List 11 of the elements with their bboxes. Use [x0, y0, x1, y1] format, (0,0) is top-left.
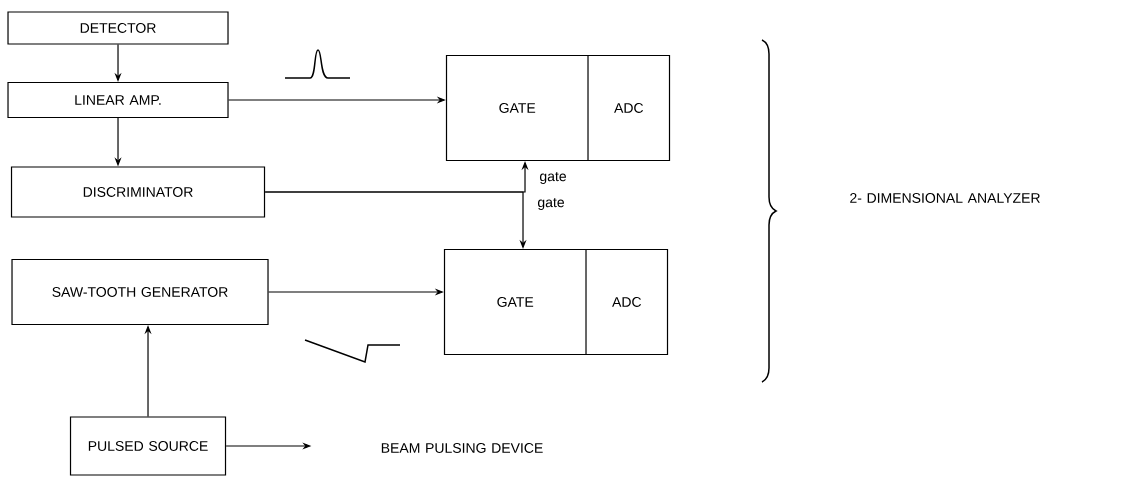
analyzer-box: GATE ADC	[445, 54, 671, 162]
edge-label: gate	[538, 171, 568, 185]
block-box: DETECTOR	[7, 11, 229, 45]
block-box: DISCRIMINATOR	[10, 166, 266, 218]
block-box: LINEAR AMP.	[7, 81, 229, 119]
analyzer-box: GATE ADC	[443, 248, 669, 356]
block-box: SAW-TOOTH GENERATOR	[11, 258, 269, 326]
block-box: PULSED SOURCE	[69, 416, 227, 476]
output-text: BEAM PULSING DEVICE	[381, 443, 543, 453]
analyzer-label: 2- DIMENSIONAL ANALYZER	[850, 193, 1040, 203]
edge-label: gate	[536, 197, 566, 211]
